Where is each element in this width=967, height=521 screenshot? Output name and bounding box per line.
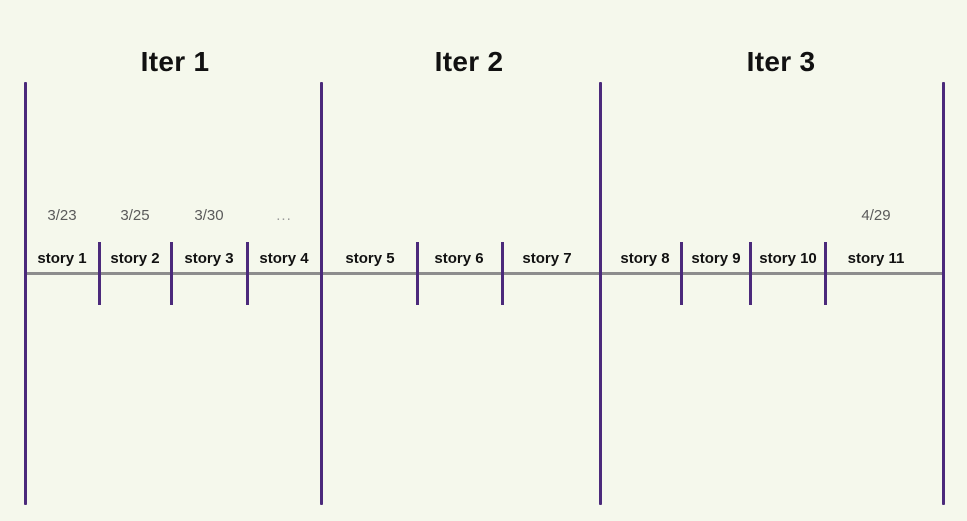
iteration-divider-4 [942, 82, 945, 505]
story-separator-tick [416, 242, 419, 305]
story-separator-tick [98, 242, 101, 305]
date-label-ellipsis: ... [276, 207, 292, 224]
iteration-divider-3 [599, 82, 602, 505]
timeline-axis [25, 272, 943, 275]
story-separator-tick [501, 242, 504, 305]
date-label: 3/23 [47, 207, 77, 224]
story-label: story 11 [847, 250, 905, 267]
story-label: story 10 [759, 250, 817, 267]
story-label: story 1 [37, 250, 87, 267]
iteration-divider-1 [24, 82, 27, 505]
story-label: story 8 [620, 250, 670, 267]
story-separator-tick [824, 242, 827, 305]
story-label: story 2 [110, 250, 160, 267]
story-label: story 3 [184, 250, 234, 267]
iteration-title-2: Iter 2 [434, 46, 504, 77]
story-label: story 6 [434, 250, 484, 267]
iteration-title-1: Iter 1 [140, 46, 210, 77]
story-separator-tick [749, 242, 752, 305]
iteration-divider-2 [320, 82, 323, 505]
story-label: story 7 [522, 250, 572, 267]
story-label: story 4 [259, 250, 309, 267]
date-label: 4/29 [861, 207, 891, 224]
date-label: 3/25 [120, 207, 150, 224]
iteration-title-3: Iter 3 [746, 46, 816, 77]
story-separator-tick [170, 242, 173, 305]
story-separator-tick [246, 242, 249, 305]
story-label: story 9 [691, 250, 741, 267]
date-label: 3/30 [194, 207, 224, 224]
story-label: story 5 [345, 250, 395, 267]
story-separator-tick [680, 242, 683, 305]
